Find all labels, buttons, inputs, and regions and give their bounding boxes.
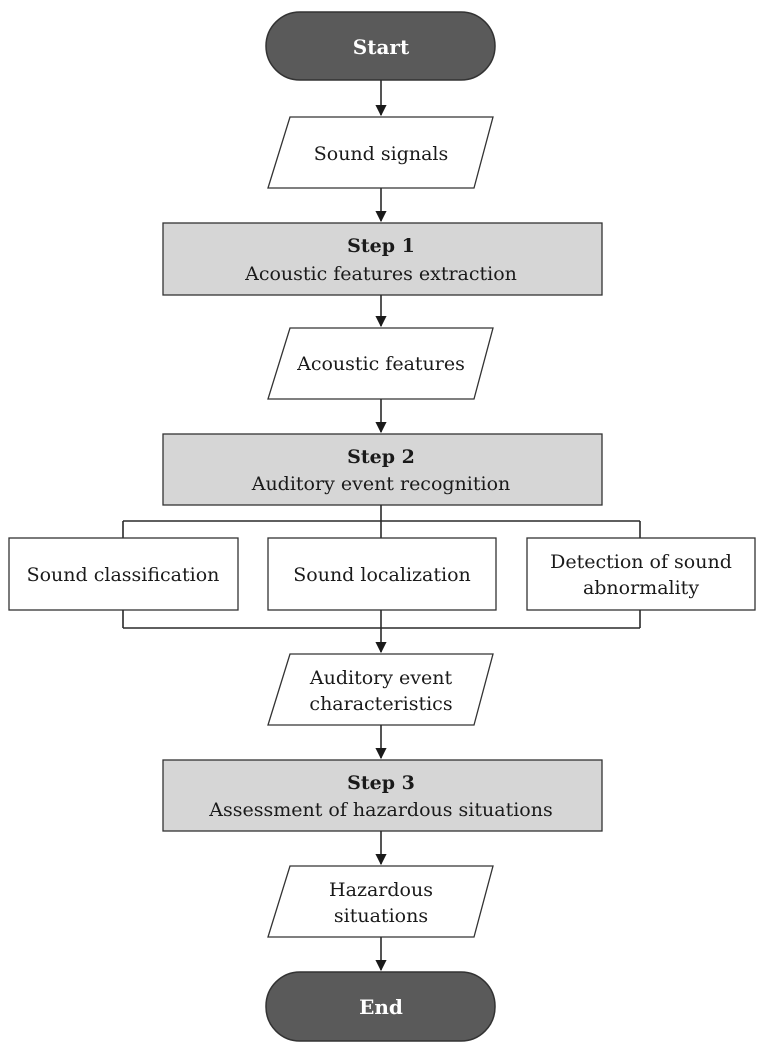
characteristics-line1: Auditory event [309,667,453,689]
hazardous-line1: Hazardous [329,879,433,901]
acoustic-features-label: Acoustic features [296,353,465,375]
detection-abnormality-box: Detection of sound abnormality [526,537,756,611]
detection-line1: Detection of sound [550,551,732,573]
hazardous-io: Hazardous situations [267,865,494,938]
step3-label: Assessment of hazardous situations [208,799,552,821]
merge-connector [122,610,641,654]
step2-label: Auditory event recognition [251,473,511,495]
sound-localization-box: Sound localization [267,537,497,611]
start-label: Start [353,35,410,59]
end-label: End [359,995,403,1019]
sound-signals-io: Sound signals [267,116,494,189]
characteristics-line2: characteristics [309,693,452,715]
sound-classification-label: Sound classification [27,564,220,586]
step2-title: Step 2 [347,446,415,468]
step3-process: Step 3 Assessment of hazardous situation… [162,759,603,832]
step2-process: Step 2 Auditory event recognition [162,433,603,506]
step1-label: Acoustic features extraction [244,263,517,285]
characteristics-io: Auditory event characteristics [267,653,494,726]
split-connector [122,505,641,538]
sound-signals-label: Sound signals [314,143,449,165]
detection-line2: abnormality [583,577,699,599]
start-terminal: Start [265,11,496,81]
sound-localization-label: Sound localization [293,564,471,586]
step1-title: Step 1 [347,235,415,257]
step3-title: Step 3 [347,772,415,794]
end-terminal: End [265,971,496,1042]
hazardous-line2: situations [334,905,428,927]
sound-classification-box: Sound classification [8,537,239,611]
step1-process: Step 1 Acoustic features extraction [162,222,603,296]
acoustic-features-io: Acoustic features [267,327,494,400]
